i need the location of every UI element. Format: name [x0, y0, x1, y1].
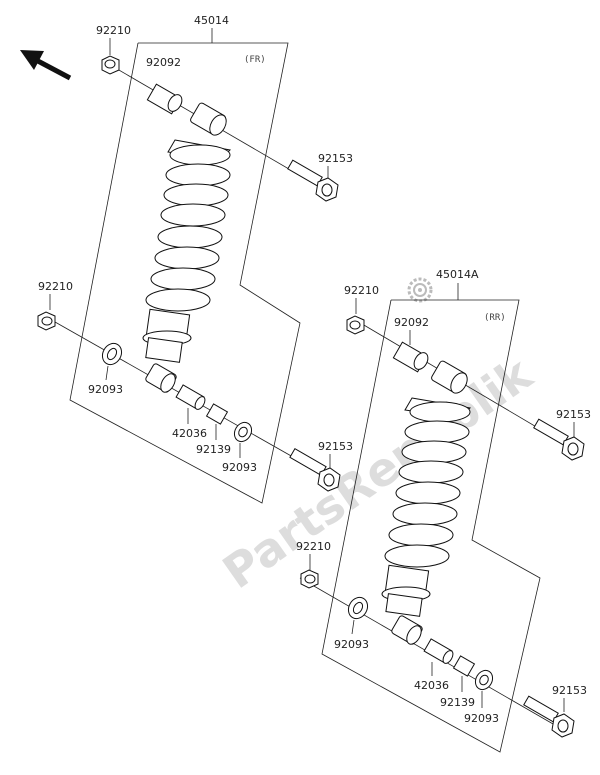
rear-bolt-top — [533, 418, 585, 461]
front-label-collar: 92092 — [146, 56, 181, 69]
front-sleeve — [175, 384, 206, 410]
front-label-seal-left: 92093 — [88, 383, 123, 396]
rear-shock-spring — [381, 397, 472, 617]
front-bolt-top — [287, 159, 339, 202]
direction-arrow-icon — [20, 50, 72, 81]
rear-bush — [452, 655, 476, 677]
front-collar — [146, 83, 183, 115]
front-shock-top-eye — [190, 102, 227, 136]
rear-label-seal-right: 92093 — [464, 712, 499, 725]
rear-label-collar: 92092 — [394, 316, 429, 329]
rear-frame — [321, 299, 541, 753]
gear-icon — [407, 277, 433, 303]
front-nut-left — [37, 311, 56, 331]
rear-sleeve — [423, 638, 454, 664]
front-bush — [205, 403, 229, 425]
front-assembly: 45014 (FR) 92210 92092 — [37, 14, 353, 504]
rear-seal-left — [347, 596, 369, 620]
front-shock-spring — [142, 139, 232, 363]
front-position-tag: (FR) — [244, 55, 266, 65]
rear-seal-right — [474, 669, 494, 691]
front-part-number: 45014 — [194, 14, 229, 27]
front-label-seal-right: 92093 — [222, 461, 257, 474]
rear-label-sleeve: 42036 — [414, 679, 449, 692]
rear-shock-bottom-eye — [391, 615, 423, 645]
rear-part-number: 45014A — [436, 268, 479, 281]
rear-position-tag: (RR) — [484, 313, 506, 323]
front-label-nut: 92210 — [96, 24, 131, 37]
watermark-text: PartsRepublik — [213, 346, 542, 599]
front-nut — [101, 55, 120, 75]
front-seal-right — [233, 421, 253, 443]
rear-label-nut-left: 92210 — [296, 540, 331, 553]
rear-nut — [346, 315, 365, 335]
rear-nut-left — [300, 569, 319, 589]
front-label-sleeve: 42036 — [172, 427, 207, 440]
rear-label-bolt-top: 92153 — [556, 408, 591, 421]
front-seal-left — [101, 342, 123, 366]
front-label-bolt-top: 92153 — [318, 152, 353, 165]
rear-shock-top-eye — [431, 360, 468, 394]
rear-assembly: 45014A (RR) 92210 92092 — [296, 268, 591, 753]
rear-collar — [392, 341, 429, 373]
rear-label-bolt-bottom: 92153 — [552, 684, 587, 697]
front-shock-bottom-eye — [145, 363, 177, 393]
front-label-bolt-bottom: 92153 — [318, 440, 353, 453]
front-label-nut-left: 92210 — [38, 280, 73, 293]
rear-bolt-bottom — [523, 695, 575, 738]
front-bolt-bottom — [289, 447, 341, 492]
rear-label-seal-left: 92093 — [334, 638, 369, 651]
rear-label-bush: 92139 — [440, 696, 475, 709]
front-label-bush: 92139 — [196, 443, 231, 456]
front-frame — [69, 42, 301, 504]
rear-label-nut: 92210 — [344, 284, 379, 297]
